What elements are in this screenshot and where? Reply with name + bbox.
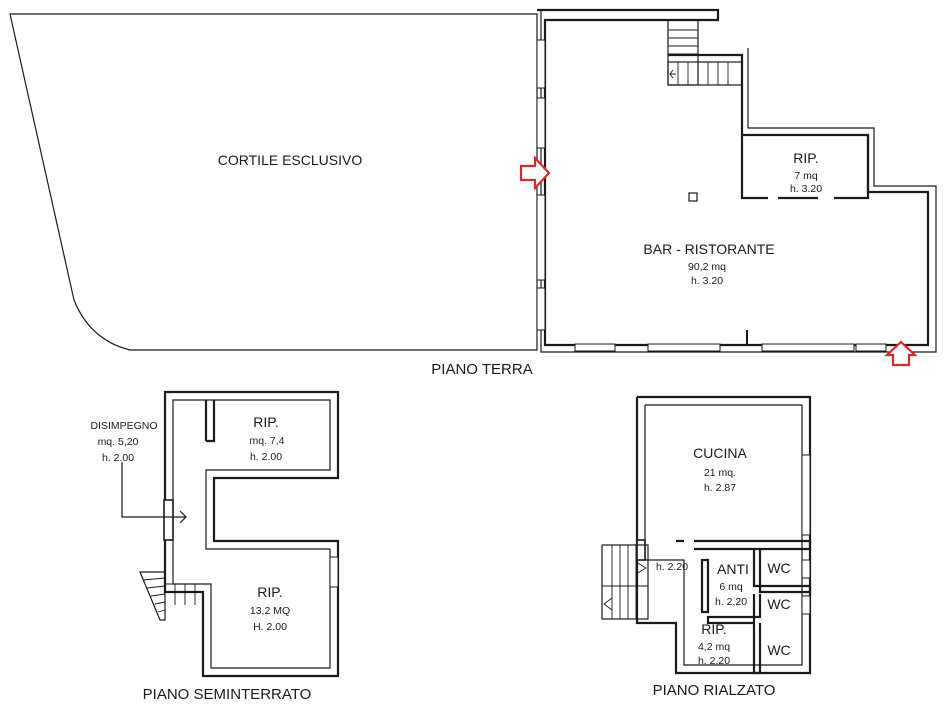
raised-storage-name-label: RIP. [701,621,726,637]
bar-south-window-3 [761,343,855,352]
bar-outer-wall [537,8,930,347]
basement-storage-2-name-label: RIP. [257,584,282,600]
bar-south-door [855,343,887,352]
ground-floor-plan: CORTILE ESCLUSIVO BAR - RISTORANTE 90,2 … [9,8,937,378]
bar-west-window-4 [536,287,546,331]
raised-floor-plan: CUCINA 21 mq. h. 2.87 h. 2.20 ANTI 6 mq … [601,395,812,699]
bar-storage-walls [740,135,870,200]
bar-storage-area-label: 7 mq [794,170,818,182]
bar-area-label: 90,2 mq [688,261,726,273]
bar-storage-name-label: RIP. [793,150,818,166]
basement-partition-top [204,400,216,443]
kitchen-name-label: CUCINA [693,445,747,461]
bar-south-window-1 [574,343,616,352]
raised-floor-stair [601,544,649,620]
basement-stair [139,571,203,621]
anti-area-label: 6 mq [719,581,743,593]
corridor-pointer-arrow [121,462,187,524]
raised-floor-title: PIANO RIALZATO [653,682,776,699]
courtyard-outline [9,13,538,351]
bar-west-window-2 [536,97,546,149]
kitchen-partition [676,539,812,551]
landing-height-label: h. 2.20 [656,561,688,573]
wc-label-1: WC [767,560,790,576]
courtyard-label: CORTILE ESCLUSIVO [218,152,363,168]
raised-storage-area-label: 4,2 mq [698,641,730,653]
basement-east-window [329,556,339,588]
bar-west-window-1 [536,39,546,89]
raised-storage-height-label: h. 2.20 [698,655,730,667]
ground-floor-stair [667,19,743,86]
bar-storage-height-label: h. 3.20 [790,183,822,195]
bar-west-window-3 [536,194,546,281]
ground-floor-title: PIANO TERRA [431,361,532,378]
basement-storage-2-area-label: 13,2 MQ [250,605,290,617]
kitchen-height-label: h. 2.87 [704,482,736,494]
entrance-arrow-west [519,155,551,191]
bathroom-walls [700,549,812,675]
basement-floor-title: PIANO SEMINTERRATO [143,686,312,703]
corridor-name-label: DISIMPEGNO [90,420,157,432]
entrance-arrow-south [884,340,918,367]
basement-storage-2-height-label: H. 2.00 [253,621,287,633]
corridor-area-label: mq. 5,20 [98,436,139,448]
raised-outer-wall [635,395,812,675]
kitchen-west-pier [636,539,646,561]
basement-storage-1-height-label: h. 2.00 [250,451,282,463]
bar-outer-wall-inner [540,10,937,353]
basement-wall-pier [163,499,174,541]
basement-storage-1-area-label: mq. 7,4 [249,435,284,447]
basement-outer-wall [163,390,340,678]
wc-window-2 [801,595,811,615]
basement-storage-1-name-label: RIP. [253,414,278,430]
bar-height-label: h. 3.20 [691,275,723,287]
anti-name-label: ANTI [717,561,749,577]
wc-label-3: WC [767,642,790,658]
corridor-height-label: h. 2.00 [102,452,134,464]
anti-height-label: h. 2.20 [715,596,747,608]
kitchen-east-window [801,454,811,536]
wc-label-2: WC [767,596,790,612]
kitchen-area-label: 21 mq. [704,467,736,479]
bar-south-window-2 [647,343,721,352]
basement-floor-plan: DISIMPEGNO mq. 5,20 h. 2.00 RIP. mq. 7,4… [90,390,340,703]
bar-pillar [688,192,698,202]
bar-name-label: BAR - RISTORANTE [643,241,774,257]
wc-window-1 [801,559,811,579]
